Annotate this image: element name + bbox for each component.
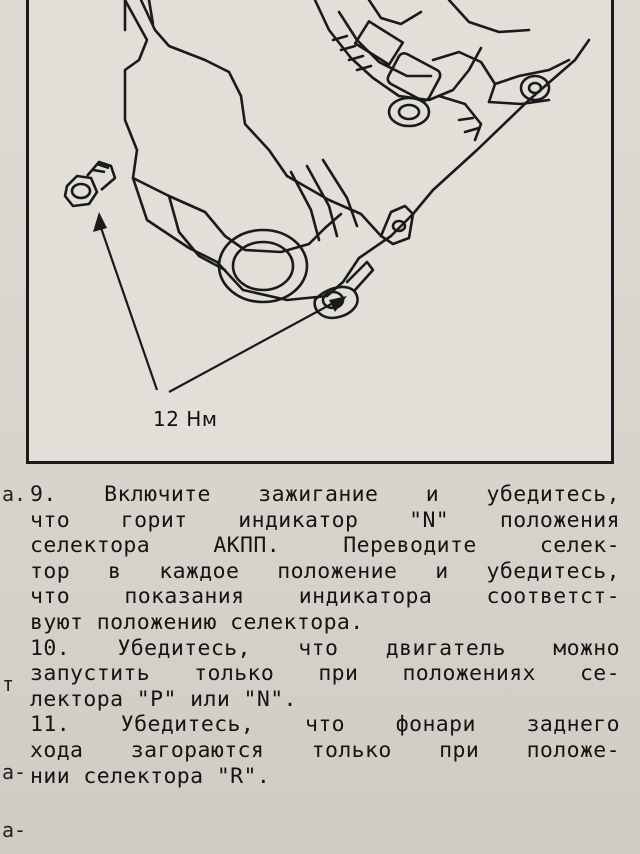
figure-frame: 12 Нм <box>26 0 614 464</box>
text-line: тор в каждое положение и убедитесь, <box>30 558 620 584</box>
margin-fragment: а- <box>2 760 27 784</box>
text-line: 11. Убедитесь, что фонари заднего <box>30 712 620 738</box>
text-line: что показания индикатора соответст- <box>30 584 620 610</box>
text-line: 9. Включите зажигание и убедитесь, <box>30 482 620 507</box>
text-line: хода загораются только при положе- <box>30 737 620 763</box>
margin-fragment: а- <box>2 818 27 842</box>
text-line: селектора АКПП. Переводите селек- <box>30 533 620 559</box>
paragraph-11: 11. Убедитесь, что фонари заднего хода з… <box>30 712 620 789</box>
text-line: вуют положению селектора. <box>30 609 364 635</box>
left-margin-fragments: а. т а- а- <box>0 0 27 854</box>
text-line: лектора "P" или "N". <box>30 686 297 712</box>
transmission-line-drawing <box>63 0 591 393</box>
margin-fragment: а. <box>2 482 27 506</box>
text-line: нии селектора "R". <box>30 763 271 789</box>
torque-label: 12 Нм <box>153 407 218 431</box>
text-line: запустить только при положениях се- <box>30 661 620 687</box>
margin-fragment: т <box>2 672 15 696</box>
paragraph-10: 10. Убедитесь, что двигатель можно запус… <box>30 636 620 713</box>
bolt-icon <box>63 174 99 208</box>
text-line: что горит индикатор "N" положения <box>30 507 620 533</box>
instruction-text: 9. Включите зажигание и убедитесь, что г… <box>30 482 620 789</box>
paragraph-9: 9. Включите зажигание и убедитесь, что г… <box>30 482 620 636</box>
text-line: 10. Убедитесь, что двигатель можно <box>30 635 620 661</box>
